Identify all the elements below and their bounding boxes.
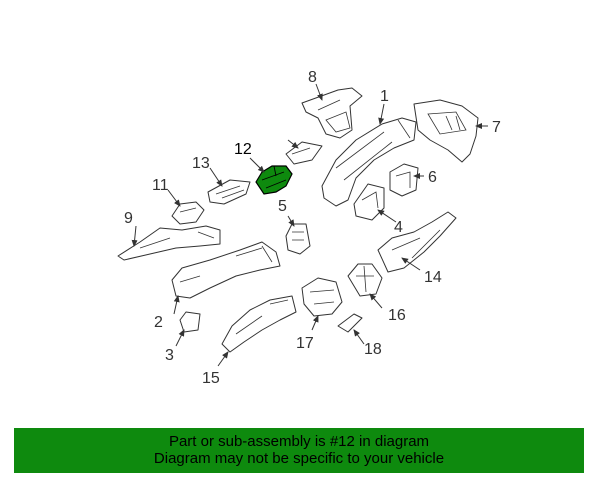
parts-diagram: 1 2 3 4 5 6 7 8 9 11 12 13 14 15 16 17 1… (117, 69, 501, 387)
part-14[interactable] (377, 211, 457, 273)
callout-6: 6 (428, 169, 437, 186)
leader-lines (131, 83, 488, 367)
part-17[interactable] (301, 277, 343, 317)
part-13[interactable] (207, 179, 251, 205)
part-2[interactable] (171, 241, 281, 299)
callout-17: 17 (296, 335, 314, 352)
callout-1: 1 (380, 88, 389, 105)
callout-4: 4 (394, 219, 403, 236)
part-4[interactable] (353, 183, 385, 221)
part-10[interactable] (285, 141, 323, 165)
callout-16: 16 (388, 307, 406, 324)
banner-line-part: Part or sub-assembly is #12 in diagram (168, 433, 430, 450)
callout-3: 3 (165, 347, 174, 364)
callout-5: 5 (278, 198, 287, 215)
part-5[interactable] (285, 223, 311, 255)
part-1[interactable] (321, 117, 417, 207)
callout-7: 7 (492, 119, 501, 136)
part-15[interactable] (221, 295, 297, 353)
callout-18: 18 (364, 341, 382, 358)
callout-8: 8 (308, 69, 317, 86)
callout-12: 12 (234, 141, 252, 158)
part-12-highlighted[interactable] (255, 165, 293, 195)
banner-line-disclaimer: Diagram may not be specific to your vehi… (153, 450, 445, 467)
callout-11: 11 (152, 177, 169, 194)
callout-14: 14 (424, 269, 442, 286)
callout-13: 13 (192, 155, 210, 172)
part-8[interactable] (301, 87, 363, 139)
part-3[interactable] (179, 311, 201, 333)
part-18[interactable] (337, 313, 363, 333)
part-6[interactable] (389, 163, 419, 197)
callout-9: 9 (124, 210, 133, 227)
info-banner: Part or sub-assembly is #12 in diagram D… (14, 428, 584, 473)
part-16[interactable] (347, 263, 383, 297)
callout-labels: 1 2 3 4 5 6 7 8 9 11 12 13 14 15 16 17 1… (124, 69, 501, 387)
part-11[interactable] (171, 201, 205, 225)
callout-15: 15 (202, 370, 220, 387)
part-7[interactable] (413, 99, 479, 163)
part-9[interactable] (117, 225, 221, 261)
callout-2: 2 (154, 314, 163, 331)
